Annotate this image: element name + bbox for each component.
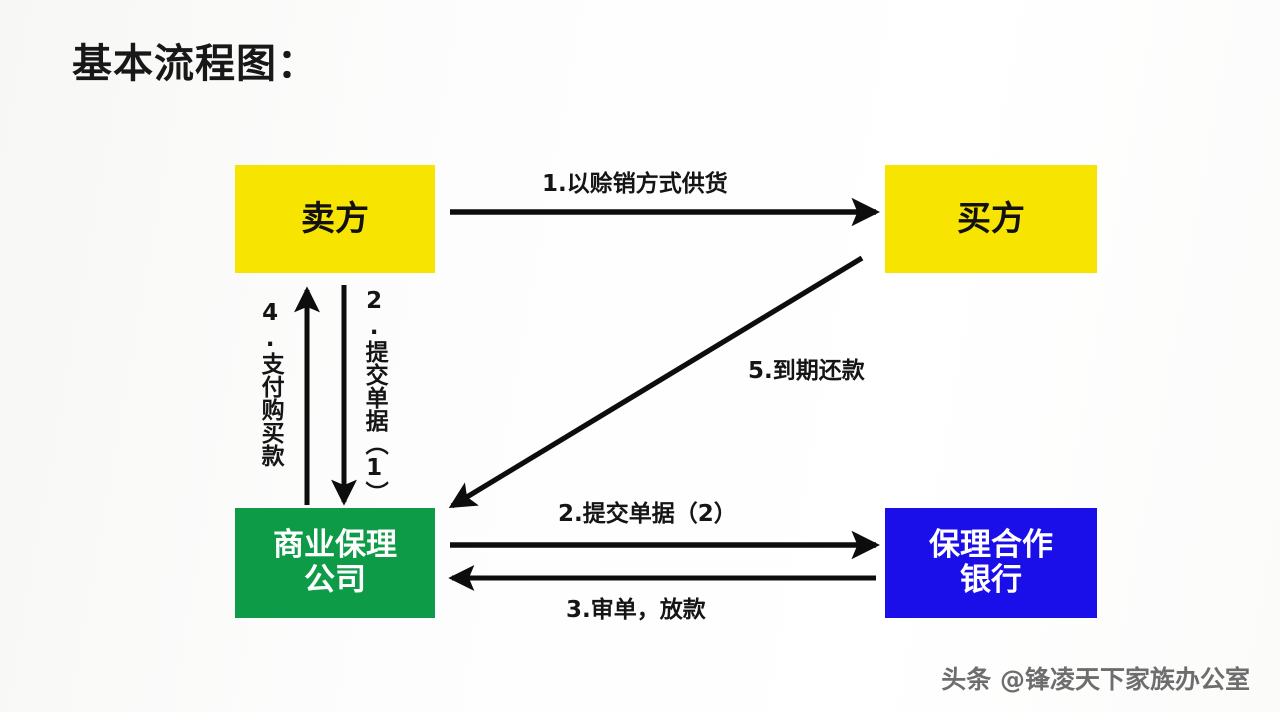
page-title: 基本流程图：	[72, 41, 318, 87]
edge-label-submit-documents-1: 2.提交单据（1）	[361, 288, 388, 504]
node-factoring-company[interactable]: 商业保理 公司	[235, 508, 435, 618]
node-buyer[interactable]: 买方	[885, 165, 1097, 273]
edge-label-pay-purchase-amount: 4.支付购买款	[257, 300, 284, 467]
edge-label-review-and-disburse: 3.审单，放款	[566, 597, 706, 623]
node-seller[interactable]: 卖方	[235, 165, 435, 273]
edge-label-supply-on-credit: 1.以赊销方式供货	[542, 171, 728, 197]
edge-label-repayment-at-maturity: 5.到期还款	[748, 358, 865, 384]
node-partner-bank[interactable]: 保理合作 银行	[885, 508, 1097, 618]
watermark: 头条 @锋凌天下家族办公室	[941, 665, 1250, 694]
edge-label-submit-documents-2: 2.提交单据（2）	[558, 501, 737, 527]
